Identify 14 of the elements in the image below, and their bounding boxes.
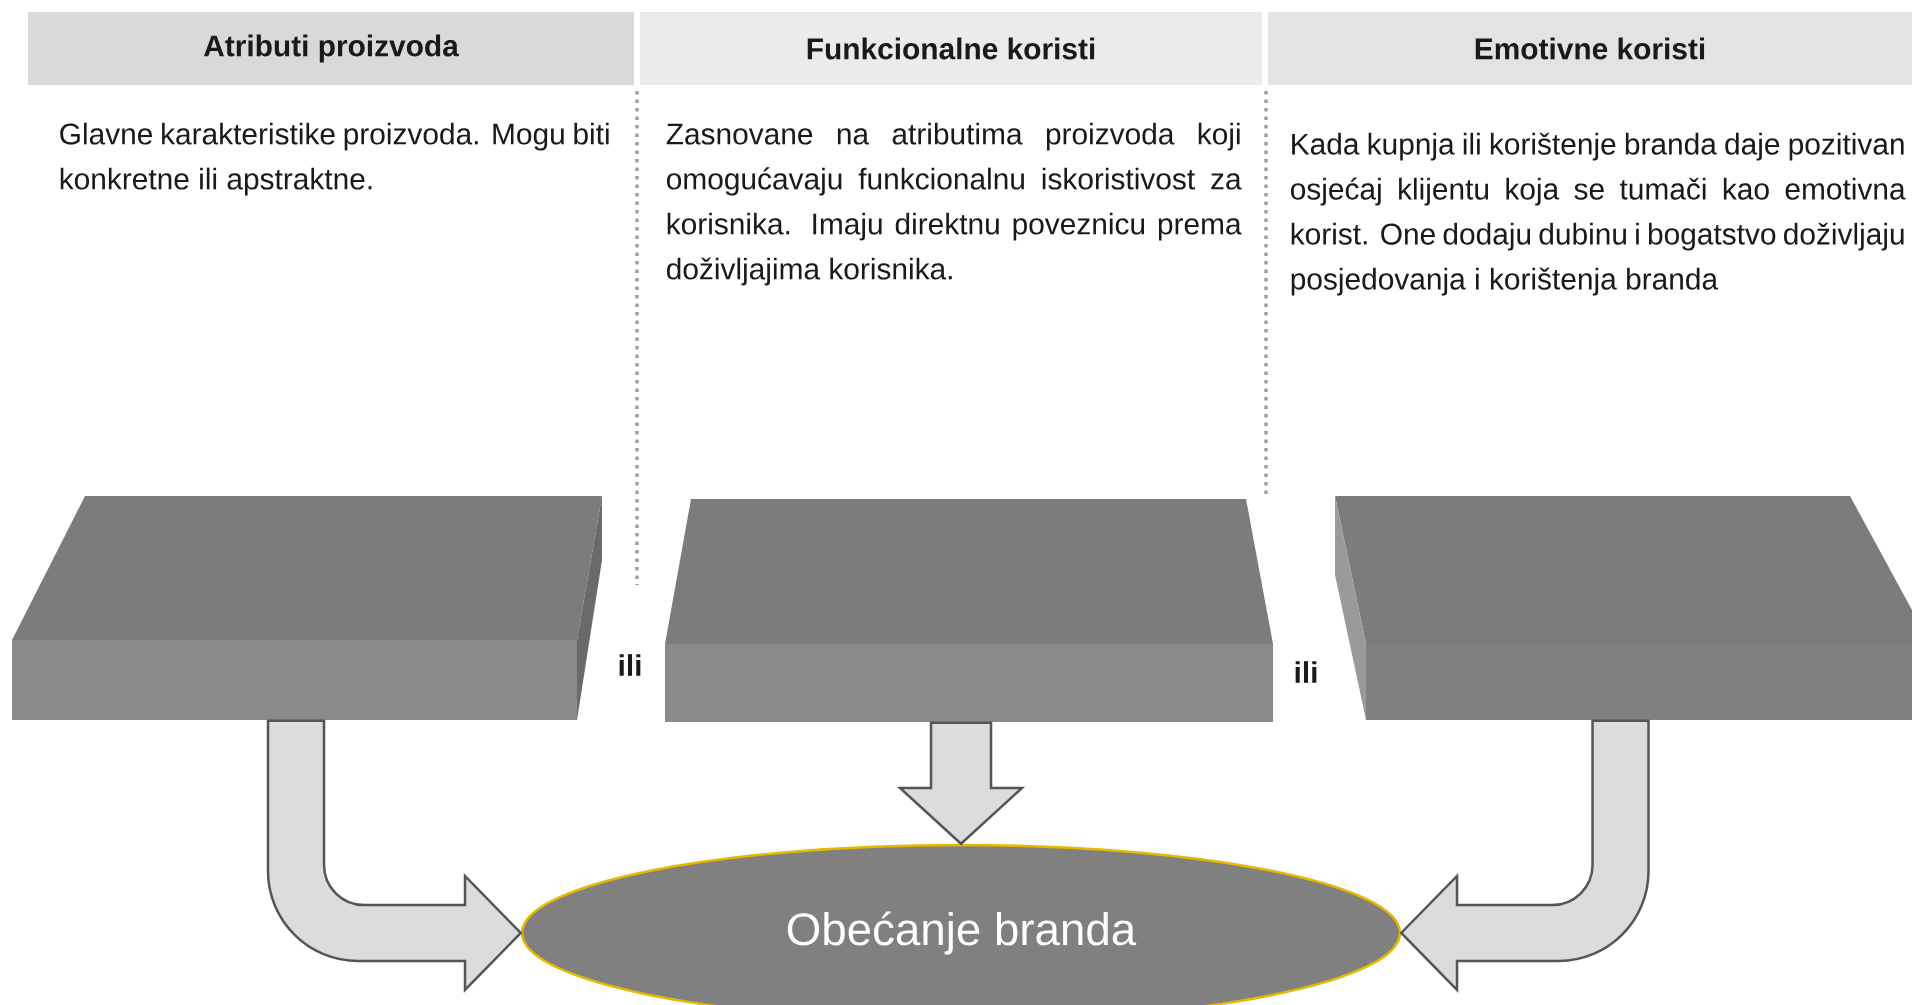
body-text: Zasnovane na atributima proizvoda koji omogućavaju funkcionalnu iskoristivost za korisnika. Imaju direktnu poveznicu prema doživljajima korisnika. (666, 122, 1242, 286)
connector-word: ili (619, 654, 641, 676)
block-arrow (896, 721, 1026, 846)
body-text: Glavne karakteristike proizvoda. Mogu biti konkretne ili apstraktne. (60, 122, 609, 196)
block-arrow (266, 719, 522, 992)
body-text: Kada kupnja ili korištenje branda daje pozitivan osjećaj klijentu koja se tumači kao emotivna korist. One dodaju dubinu i bogatstvo doživljaju posjedovanja i korištenja branda (1291, 132, 1906, 296)
header-band: Emotivne koristi (1268, 12, 1912, 85)
slab-drawing (1335, 496, 1912, 720)
header-band: Funkcionalne koristi (640, 12, 1262, 85)
header-band: Atributi proizvoda (28, 12, 634, 85)
connector-word: ili (1295, 661, 1317, 683)
slab-drawing (665, 499, 1273, 722)
slab-drawing (12, 496, 602, 720)
block-arrow (1400, 719, 1650, 992)
